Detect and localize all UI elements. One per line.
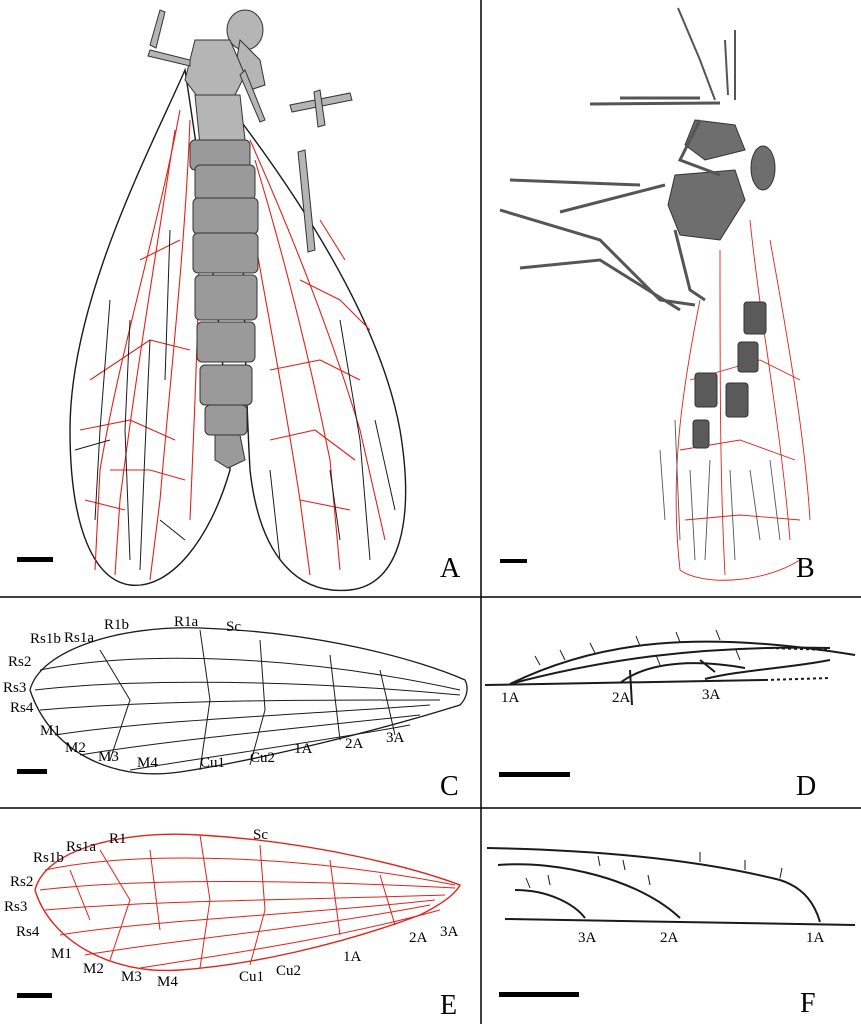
label-rs1b: Rs1b bbox=[33, 850, 64, 866]
label-r1a: R1a bbox=[174, 614, 199, 630]
label-rs4: Rs4 bbox=[16, 924, 40, 940]
label-cu2: Cu2 bbox=[276, 963, 301, 979]
label-rs3: Rs3 bbox=[4, 899, 27, 915]
scale-bar bbox=[500, 559, 527, 563]
panel-letter-c: C bbox=[440, 771, 459, 802]
panel-f-anal-veins: 3A 2A 1A F bbox=[486, 847, 856, 1019]
label-rs1a: Rs1a bbox=[64, 630, 94, 646]
label-2a: 2A bbox=[409, 930, 428, 946]
panel-letter-a: A bbox=[440, 553, 461, 584]
label-rs3: Rs3 bbox=[3, 680, 26, 696]
label-1a: 1A bbox=[501, 690, 520, 706]
forewing-c-vein-labels: Rs1a R1b R1a Sc Rs1b Rs2 Rs3 Rs4 M1 M2 M… bbox=[3, 614, 405, 771]
scale-bar bbox=[17, 769, 47, 774]
label-r1: R1 bbox=[109, 831, 127, 847]
label-r1b: R1b bbox=[104, 617, 129, 633]
label-sc: Sc bbox=[253, 827, 268, 843]
label-cu1: Cu1 bbox=[200, 755, 225, 771]
label-1a: 1A bbox=[294, 741, 313, 757]
label-m2: M2 bbox=[83, 961, 104, 977]
label-3a: 3A bbox=[578, 930, 597, 946]
panel-letter-e: E bbox=[440, 990, 457, 1021]
label-3a: 3A bbox=[386, 730, 405, 746]
label-cu2: Cu2 bbox=[250, 750, 275, 766]
panel-letter-f: F bbox=[800, 988, 816, 1019]
label-rs1a: Rs1a bbox=[66, 839, 96, 855]
abdomen bbox=[189, 139, 259, 469]
scale-bar bbox=[17, 557, 53, 562]
label-m2: M2 bbox=[65, 740, 86, 756]
label-rs4: Rs4 bbox=[10, 700, 34, 716]
label-rs2: Rs2 bbox=[8, 654, 31, 670]
panel-b-specimen-drawing: B bbox=[499, 7, 815, 584]
panel-c-forewing: Rs1a R1b R1a Sc Rs1b Rs2 Rs3 Rs4 M1 M2 M… bbox=[3, 614, 468, 802]
panel-letter-b: B bbox=[796, 553, 815, 584]
label-3a: 3A bbox=[440, 924, 459, 940]
scale-bar bbox=[499, 772, 570, 777]
label-2a: 2A bbox=[612, 690, 631, 706]
label-m4: M4 bbox=[157, 974, 178, 990]
panel-e-hindwing: Rs1a R1 Sc Rs1b Rs2 Rs3 Rs4 M1 M2 M3 M4 … bbox=[4, 827, 461, 1021]
panel-letter-d: D bbox=[796, 771, 816, 802]
label-2a: 2A bbox=[660, 930, 679, 946]
label-1a: 1A bbox=[343, 949, 362, 965]
panel-a-specimen-drawing: A bbox=[17, 9, 461, 592]
label-sc: Sc bbox=[226, 619, 241, 635]
label-m4: M4 bbox=[137, 755, 158, 771]
label-2a: 2A bbox=[345, 736, 364, 752]
panel-d-anal-veins: 1A 2A 3A D bbox=[484, 629, 856, 802]
label-rs2: Rs2 bbox=[10, 874, 33, 890]
label-m3: M3 bbox=[98, 749, 119, 765]
label-3a: 3A bbox=[702, 687, 721, 703]
label-1a: 1A bbox=[806, 930, 825, 946]
label-m1: M1 bbox=[40, 723, 61, 739]
label-m3: M3 bbox=[121, 969, 142, 985]
label-rs1b: Rs1b bbox=[30, 631, 61, 647]
label-cu1: Cu1 bbox=[239, 969, 264, 985]
label-m1: M1 bbox=[51, 946, 72, 962]
scale-bar bbox=[17, 993, 52, 998]
scale-bar bbox=[499, 992, 579, 997]
